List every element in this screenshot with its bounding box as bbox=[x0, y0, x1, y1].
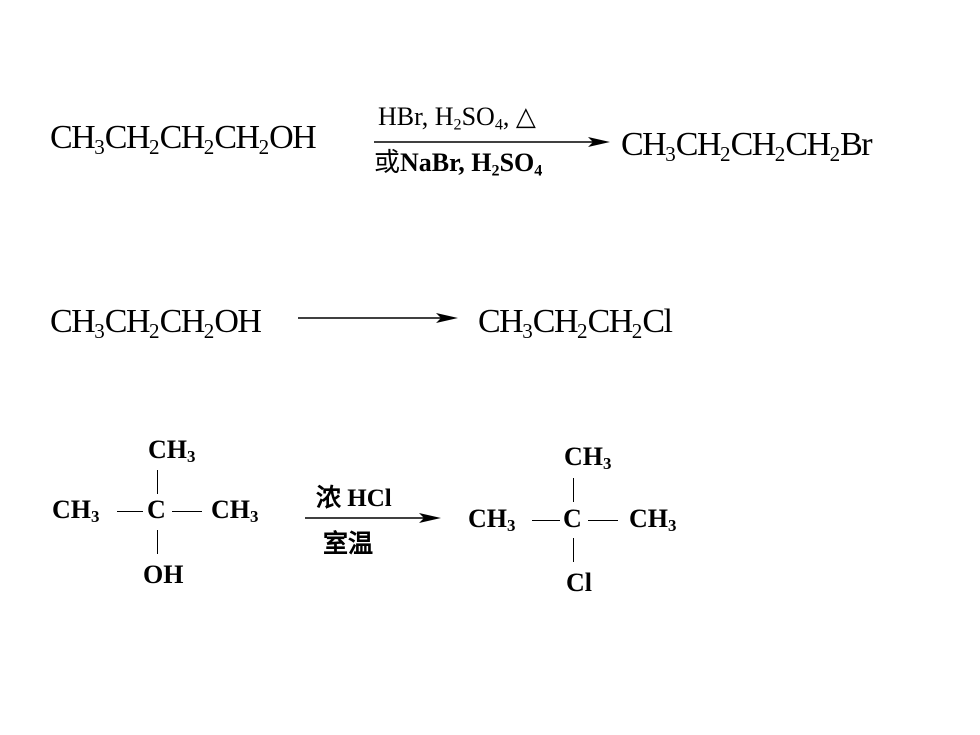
reaction-1-condition-bottom-reagents: NaBr, H2SO4 bbox=[400, 148, 543, 180]
reaction-1-product: CH3CH2CH2CH2Br bbox=[621, 126, 873, 166]
formula-subscript: 4 bbox=[534, 162, 543, 180]
reactant-left-methyl: CH3 bbox=[52, 495, 100, 527]
formula-text: CH bbox=[159, 303, 206, 340]
formula-text: HBr, H bbox=[378, 102, 454, 131]
product-right-bond bbox=[588, 520, 618, 522]
reactant-hydroxyl: OH bbox=[143, 560, 184, 589]
formula-text: CH bbox=[675, 126, 722, 163]
reactant-central-carbon: C bbox=[147, 495, 166, 524]
formula-text: CH bbox=[104, 303, 151, 340]
formula-subscript: 2 bbox=[149, 318, 160, 343]
formula-subscript: 2 bbox=[203, 134, 215, 159]
reactant-top-methyl: CH3 bbox=[148, 435, 196, 467]
formula-subscript: 2 bbox=[453, 116, 462, 134]
reaction-1-arrow bbox=[374, 137, 610, 147]
formula-text: CH bbox=[730, 126, 777, 163]
formula-text: SO bbox=[461, 102, 495, 131]
formula-subscript: 2 bbox=[203, 318, 215, 343]
reaction-2-product: CH3CH2CH2Cl bbox=[478, 303, 673, 343]
product-left-methyl: CH3 bbox=[468, 504, 516, 536]
formula-subscript: 3 bbox=[665, 141, 676, 166]
product-chloride: Cl bbox=[566, 568, 592, 597]
formula-subscript: 2 bbox=[720, 141, 731, 166]
reactant-right-bond bbox=[172, 511, 202, 513]
formula-text: CH bbox=[104, 119, 151, 156]
product-bottom-bond bbox=[573, 538, 575, 562]
reaction-2-arrow bbox=[298, 313, 458, 323]
reaction-1-condition-top: HBr, H2SO4, △ bbox=[378, 104, 536, 134]
formula-subscript: 2 bbox=[149, 134, 160, 159]
reaction-3-condition-bottom: 室温 bbox=[323, 531, 374, 558]
reaction-1-condition-bottom: 或NaBr, H2SO4 bbox=[374, 150, 542, 180]
formula-subscript: 2 bbox=[829, 141, 841, 166]
formula-subscript: 3 bbox=[522, 318, 533, 343]
formula-text: CH bbox=[785, 126, 831, 163]
formula-subscript: 3 bbox=[94, 318, 105, 343]
formula-text: CH bbox=[532, 303, 579, 340]
reactant-top-bond bbox=[157, 470, 159, 494]
product-right-methyl: CH3 bbox=[629, 504, 677, 536]
formula-subscript: 2 bbox=[577, 318, 588, 343]
formula-text: , △ bbox=[502, 102, 536, 131]
formula-text: NaBr, H bbox=[400, 148, 492, 177]
formula-subscript: 2 bbox=[491, 162, 500, 180]
formula-text: CH bbox=[159, 119, 206, 156]
reaction-3-arrow bbox=[305, 513, 441, 523]
product-top-bond bbox=[573, 478, 575, 502]
formula-subscript: 4 bbox=[494, 116, 503, 134]
formula-subscript: 3 bbox=[94, 134, 105, 159]
formula-subscript: 2 bbox=[774, 141, 786, 166]
formula-text: CH bbox=[50, 119, 96, 156]
formula-text: Br bbox=[840, 126, 873, 163]
formula-subscript: 2 bbox=[631, 318, 643, 343]
formula-subscript: 2 bbox=[258, 134, 270, 159]
reactant-bottom-bond bbox=[157, 530, 159, 554]
reactant-right-methyl: CH3 bbox=[211, 495, 259, 527]
formula-text: SO bbox=[499, 148, 535, 177]
formula-text: CH bbox=[214, 119, 260, 156]
formula-text: CH bbox=[50, 303, 96, 340]
product-left-bond bbox=[532, 520, 560, 522]
formula-text: CH bbox=[478, 303, 524, 340]
product-top-methyl: CH3 bbox=[564, 442, 612, 474]
formula-text: CH bbox=[621, 126, 667, 163]
reaction-1-reactant: CH3CH2CH2CH2OH bbox=[50, 119, 317, 159]
formula-text: OH bbox=[214, 303, 262, 340]
reaction-2-reactant: CH3CH2CH2OH bbox=[50, 303, 262, 343]
formula-text: Cl bbox=[642, 303, 673, 340]
reaction-1-condition-bottom-prefix: 或 bbox=[374, 148, 401, 177]
formula-text: CH bbox=[587, 303, 634, 340]
reaction-3-condition-top: 浓 HCl bbox=[316, 485, 392, 512]
reactant-left-bond bbox=[117, 511, 143, 513]
product-central-carbon: C bbox=[563, 504, 582, 533]
formula-text: OH bbox=[269, 119, 317, 156]
